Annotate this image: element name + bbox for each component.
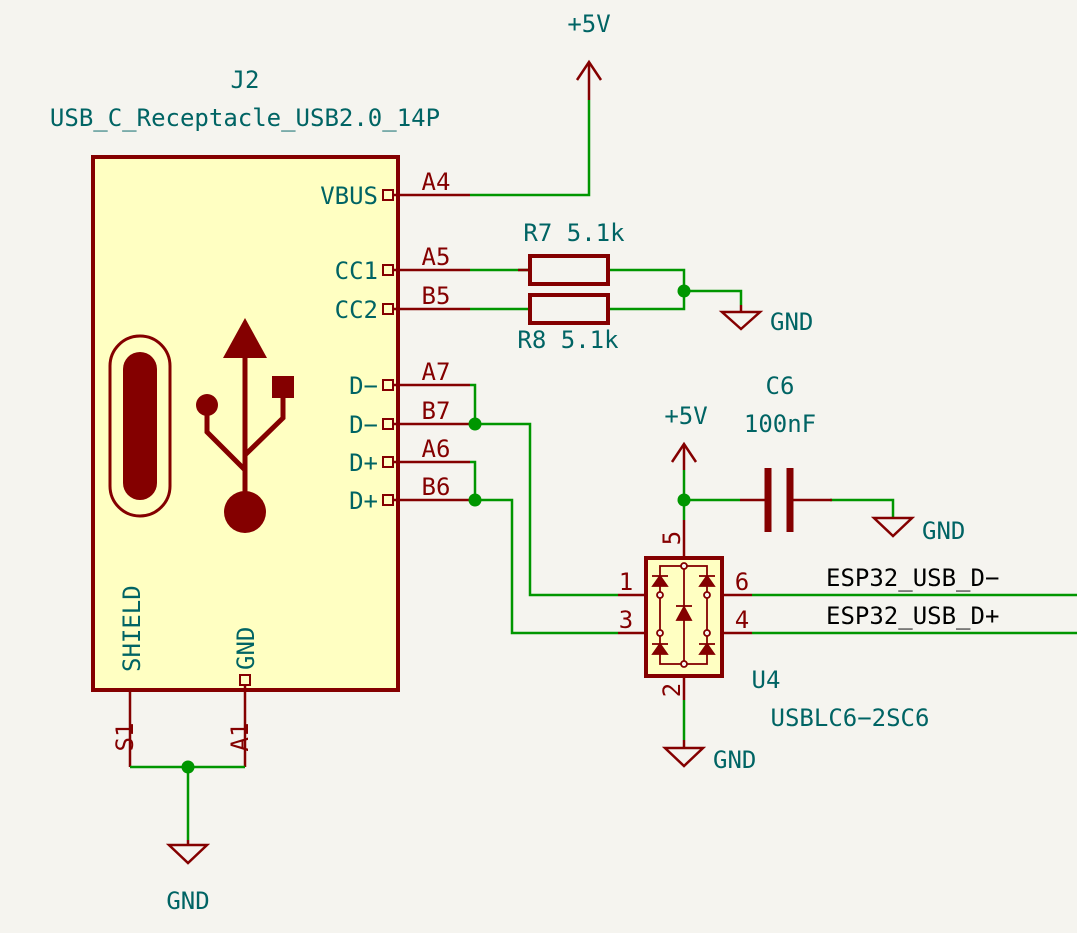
connector-pin-vbus: VBUS A4: [320, 168, 470, 210]
net-label-dplus: ESP32_USB_D+: [826, 602, 999, 630]
capacitor-value: 100nF: [744, 410, 816, 438]
pin-number: A5: [422, 243, 451, 271]
pin-number: B5: [422, 282, 451, 310]
usb-logo-icon: [196, 318, 294, 533]
usb-c-receptacle-icon: [108, 334, 172, 518]
connector-pin-dminus-a7: D− A7: [349, 358, 470, 400]
junctions: [181, 284, 691, 774]
pin-name: SHIELD: [118, 585, 146, 672]
power-label: +5V: [567, 10, 610, 38]
resistor-r7[interactable]: R7 5.1k: [518, 219, 625, 286]
esd-pin-5: 5: [658, 531, 686, 545]
svg-text:R8 5.1k: R8 5.1k: [517, 326, 619, 354]
pin-number: S1: [111, 723, 139, 752]
ground-label: GND: [922, 517, 965, 545]
power-label: +5V: [664, 402, 707, 430]
ground-cap: GND: [870, 516, 965, 545]
pin-name: D−: [349, 372, 378, 400]
resistor-value: 5.1k: [567, 219, 625, 247]
resistor-ref: R7: [523, 219, 552, 247]
pin-name: CC1: [335, 257, 378, 285]
ground-cc: GND: [718, 305, 813, 336]
esd-ref: U4: [752, 666, 781, 694]
pin-number: B7: [422, 397, 451, 425]
pin-name: CC2: [335, 296, 378, 324]
junction-dot: [468, 417, 482, 431]
power-5v-top: +5V: [567, 10, 611, 100]
junction-dot: [181, 760, 195, 774]
ground-esd: GND: [661, 740, 756, 774]
esd-diode-network-icon: [651, 562, 716, 668]
junction-dot: [468, 493, 482, 507]
resistor-value: 5.1k: [561, 326, 619, 354]
pin-name: D+: [349, 487, 378, 515]
pin-number: A1: [226, 723, 254, 752]
ground-label: GND: [770, 308, 813, 336]
pin-number: B6: [422, 473, 451, 501]
connector-pin-dminus-b7: D− B7: [349, 397, 470, 439]
usb-c-connector[interactable]: J2 USB_C_Receptacle_USB2.0_14P VBUS A4: [50, 66, 470, 767]
esd-pin-1: 1: [619, 568, 633, 596]
pin-name: D+: [349, 449, 378, 477]
connector-pin-dplus-b6: D+ B6: [349, 473, 470, 515]
connector-pin-dplus-a6: D+ A6: [349, 435, 470, 477]
pin-number: A7: [422, 358, 451, 386]
esd-pin-3: 3: [619, 606, 633, 634]
connector-pin-cc1: CC1 A5: [335, 243, 470, 285]
connector-value: USB_C_Receptacle_USB2.0_14P: [50, 104, 440, 132]
esd-protection-u4[interactable]: 1 3 6 4 5 2 U4 USBLC6−2SC6: [618, 520, 929, 732]
capacitor-ref: C6: [766, 372, 795, 400]
esd-value: USBLC6−2SC6: [771, 704, 930, 732]
esd-pin-6: 6: [735, 568, 749, 596]
svg-text:R7 5.1k: R7 5.1k: [523, 219, 625, 247]
ground-label: GND: [713, 746, 756, 774]
ground-label: GND: [166, 887, 209, 915]
resistor-r8[interactable]: R8 5.1k: [517, 293, 619, 354]
pin-name: VBUS: [320, 182, 378, 210]
junction-dot: [677, 493, 691, 507]
junction-dot: [677, 284, 691, 298]
esd-pin-4: 4: [735, 606, 749, 634]
connector-ref: J2: [231, 66, 260, 94]
pin-name: D−: [349, 411, 378, 439]
pin-name: GND: [232, 627, 260, 670]
net-label-dminus: ESP32_USB_D−: [826, 564, 999, 592]
pin-number: A4: [422, 168, 451, 196]
connector-pin-shield: SHIELD S1: [111, 585, 146, 767]
pin-number: A6: [422, 435, 451, 463]
resistor-ref: R8: [517, 326, 546, 354]
connector-pin-cc2: CC2 B5: [335, 282, 470, 324]
power-5v-esd: +5V: [664, 402, 708, 470]
esd-pin-2: 2: [658, 683, 686, 697]
connector-pin-gnd: GND A1: [226, 627, 260, 767]
ground-connector: GND: [165, 840, 211, 915]
capacitor-c6[interactable]: C6 100nF: [740, 372, 832, 532]
